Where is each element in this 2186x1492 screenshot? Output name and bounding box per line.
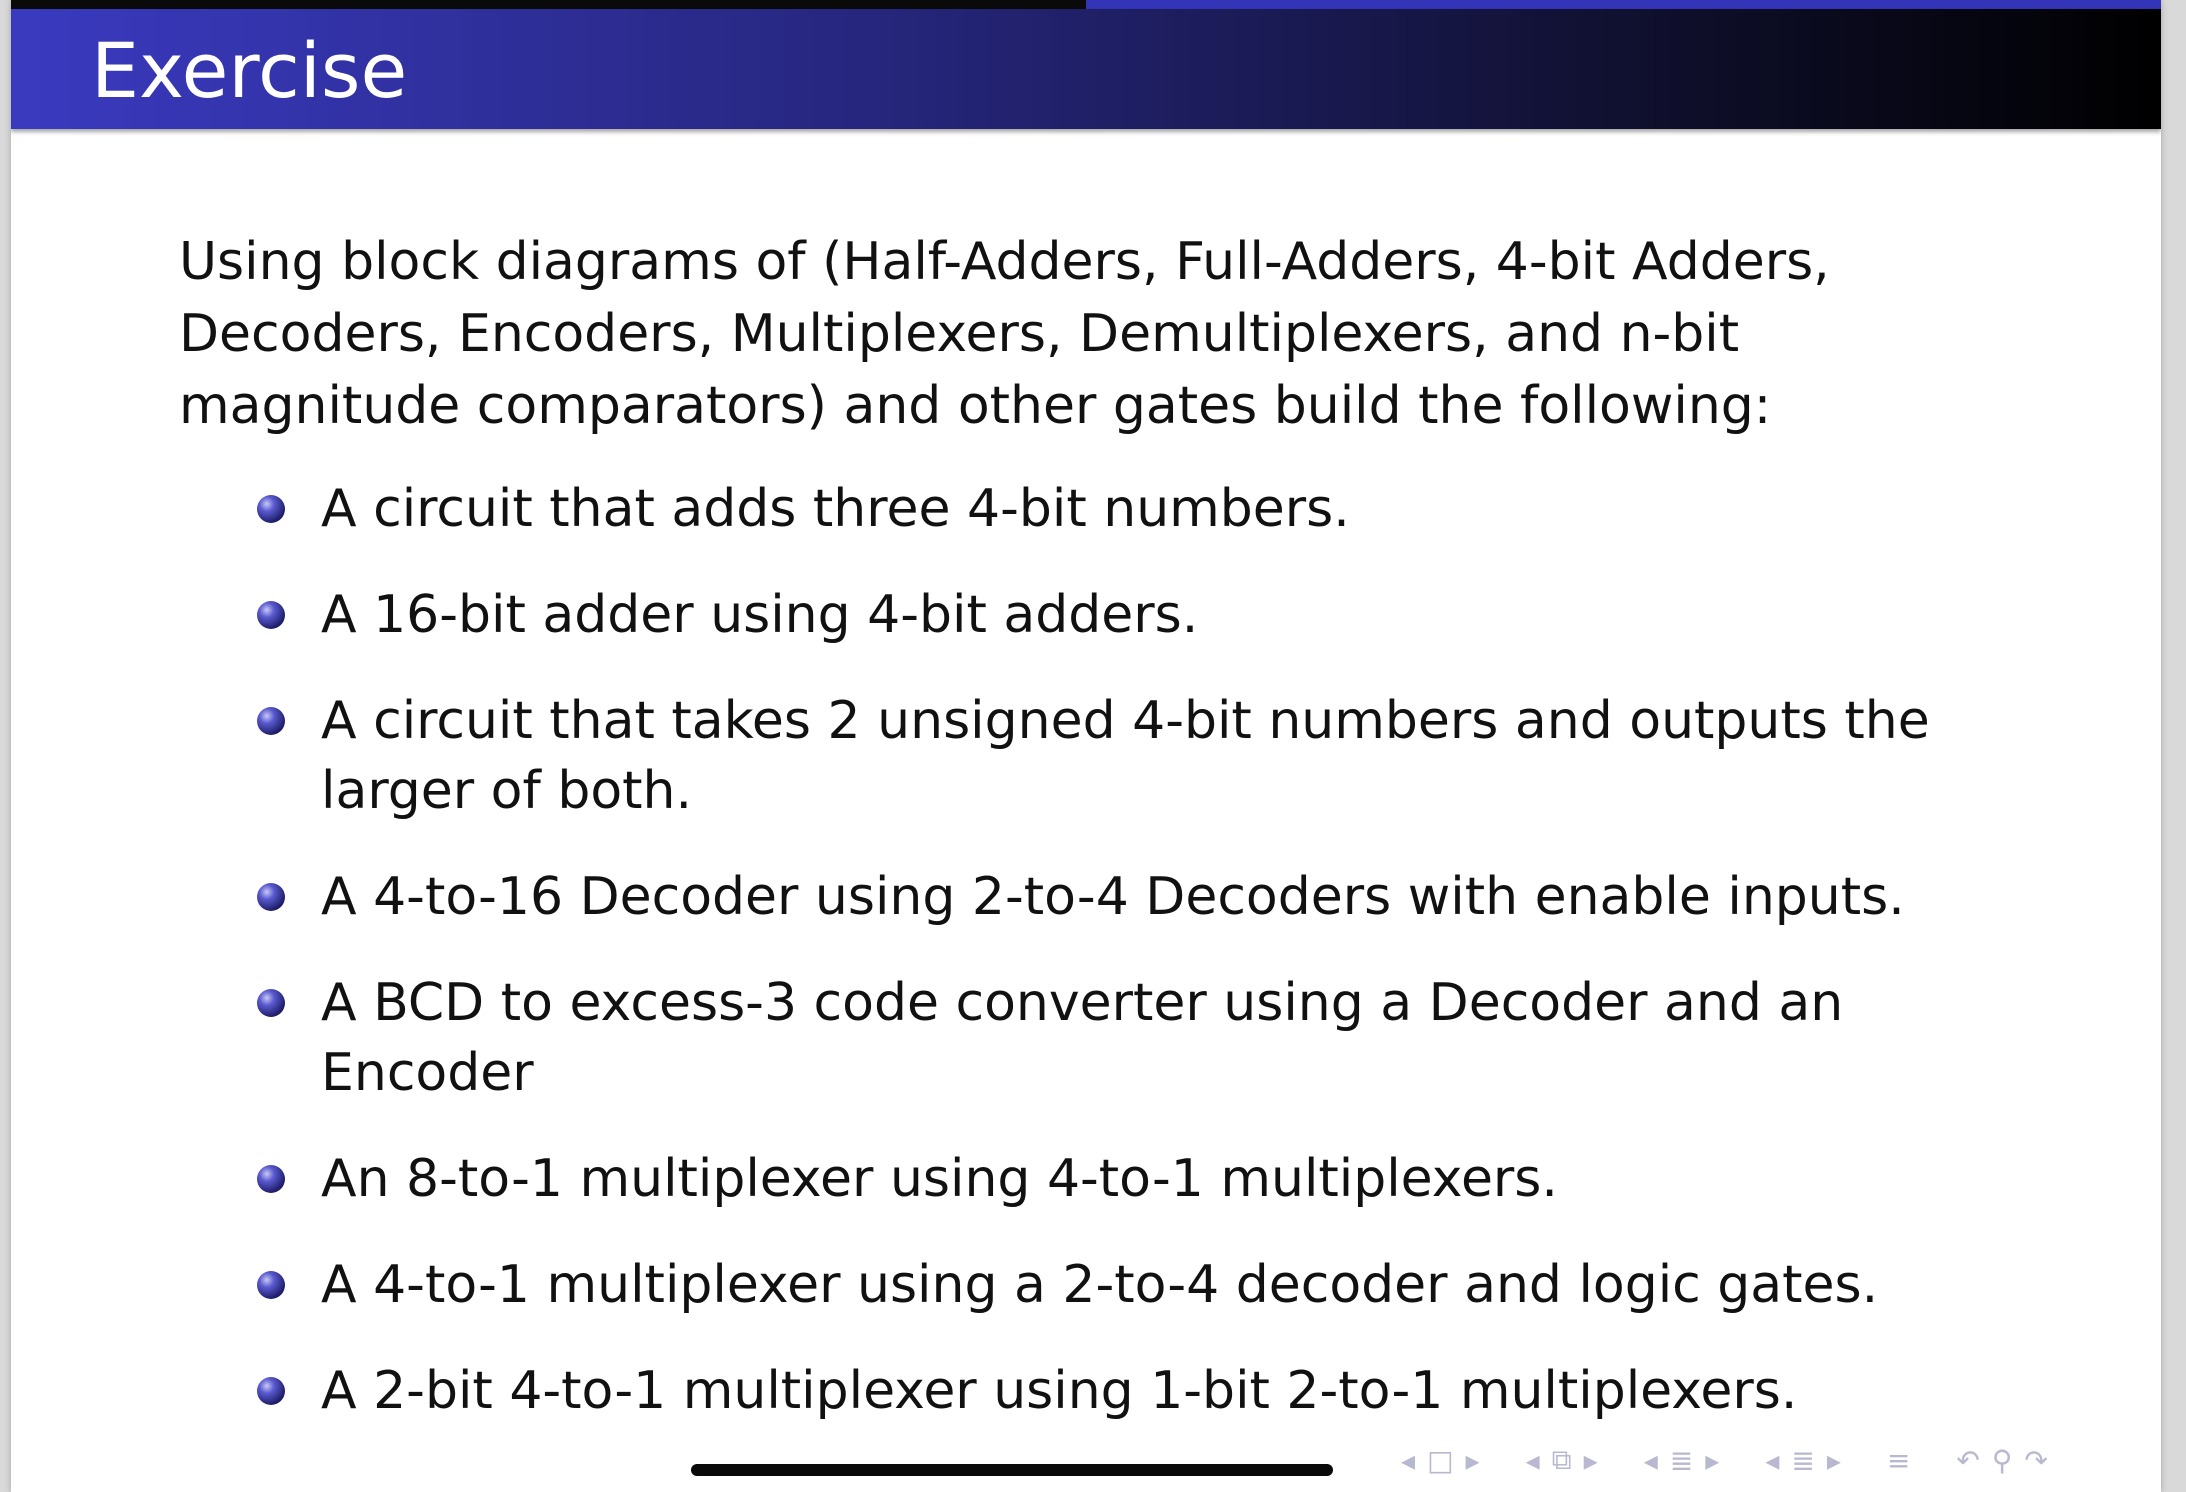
task-text: A BCD to excess-3 code converter using a… — [321, 973, 1844, 1103]
align-nav: ≡ — [1881, 1444, 1916, 1477]
progress-bar — [11, 0, 2161, 9]
task-text: A circuit that takes 2 unsigned 4-bit nu… — [321, 691, 1930, 821]
list-item: A circuit that takes 2 unsigned 4-bit nu… — [179, 686, 2049, 826]
title-bar: Exercise — [11, 9, 2161, 129]
section-prev-icon[interactable]: ◂ — [1525, 1443, 1540, 1477]
subsection-next-icon[interactable]: ▸ — [1826, 1443, 1841, 1477]
bullet-icon — [257, 601, 285, 629]
subsection-nav-2: ◂ ≣ ▸ — [1759, 1444, 1847, 1477]
search-nav: ↶ ⚲ ↷ — [1950, 1444, 2053, 1477]
bullet-icon — [257, 1165, 285, 1193]
subsection-prev-icon[interactable]: ◂ — [1765, 1443, 1780, 1477]
section-icon[interactable]: ⧉ — [1551, 1443, 1572, 1476]
search-icon[interactable]: ⚲ — [1991, 1443, 2013, 1477]
subsection-icon[interactable]: ≣ — [1791, 1443, 1815, 1477]
list-item: A BCD to excess-3 code converter using a… — [179, 968, 2049, 1108]
bullet-icon — [257, 989, 285, 1017]
progress-fill — [11, 0, 1086, 9]
task-text: A 4-to-1 multiplexer using a 2-to-4 deco… — [321, 1255, 1879, 1315]
frame-icon[interactable]: □ — [1427, 1443, 1454, 1477]
bullet-icon — [257, 495, 285, 523]
list-item: An 8-to-1 multiplexer using 4-to-1 multi… — [179, 1144, 2049, 1214]
nav-next-icon[interactable]: ▸ — [1465, 1443, 1480, 1477]
bullet-icon — [257, 1271, 285, 1299]
task-list: A circuit that adds three 4-bit numbers.… — [179, 474, 2049, 1426]
slide: Exercise Using block diagrams of (Half-A… — [11, 0, 2161, 1492]
subsection-nav-1: ◂ ≣ ▸ — [1638, 1444, 1726, 1477]
list-item: A 4-to-16 Decoder using 2-to-4 Decoders … — [179, 862, 2049, 932]
list-item: A circuit that adds three 4-bit numbers. — [179, 474, 2049, 544]
list-item: A 16-bit adder using 4-bit adders. — [179, 580, 2049, 650]
frame-nav: ◂ □ ▸ — [1395, 1444, 1486, 1477]
bullet-icon — [257, 707, 285, 735]
section-next-icon[interactable]: ▸ — [1583, 1443, 1598, 1477]
task-text: A 16-bit adder using 4-bit adders. — [321, 585, 1199, 645]
forward-icon[interactable]: ↷ — [2024, 1443, 2048, 1477]
align-icon[interactable]: ≡ — [1886, 1443, 1911, 1477]
task-text: A 4-to-16 Decoder using 2-to-4 Decoders … — [321, 867, 1905, 927]
slide-title: Exercise — [91, 26, 408, 115]
section-nav: ◂ ⧉ ▸ — [1520, 1443, 1604, 1477]
slide-content: Using block diagrams of (Half-Adders, Fu… — [179, 226, 2049, 1462]
nav-first-icon[interactable]: ◂ — [1401, 1443, 1416, 1477]
home-indicator[interactable] — [691, 1464, 1333, 1476]
task-text: A circuit that adds three 4-bit numbers. — [321, 479, 1350, 539]
task-text: An 8-to-1 multiplexer using 4-to-1 multi… — [321, 1149, 1558, 1209]
bullet-icon — [257, 1377, 285, 1405]
bullet-icon — [257, 883, 285, 911]
back-icon[interactable]: ↶ — [1956, 1443, 1980, 1477]
list-item: A 4-to-1 multiplexer using a 2-to-4 deco… — [179, 1250, 2049, 1320]
subsection-icon[interactable]: ≣ — [1669, 1443, 1694, 1477]
list-item: A 2-bit 4-to-1 multiplexer using 1-bit 2… — [179, 1356, 2049, 1426]
intro-paragraph: Using block diagrams of (Half-Adders, Fu… — [179, 232, 1830, 436]
task-text: A 2-bit 4-to-1 multiplexer using 1-bit 2… — [321, 1361, 1798, 1421]
beamer-navigation: ◂ □ ▸ ◂ ⧉ ▸ ◂ ≣ ▸ ◂ ≣ ▸ ≡ ↶ ⚲ ↷ — [1395, 1440, 2088, 1480]
subsection-prev-icon[interactable]: ◂ — [1643, 1443, 1658, 1477]
subsection-next-icon[interactable]: ▸ — [1705, 1443, 1720, 1477]
